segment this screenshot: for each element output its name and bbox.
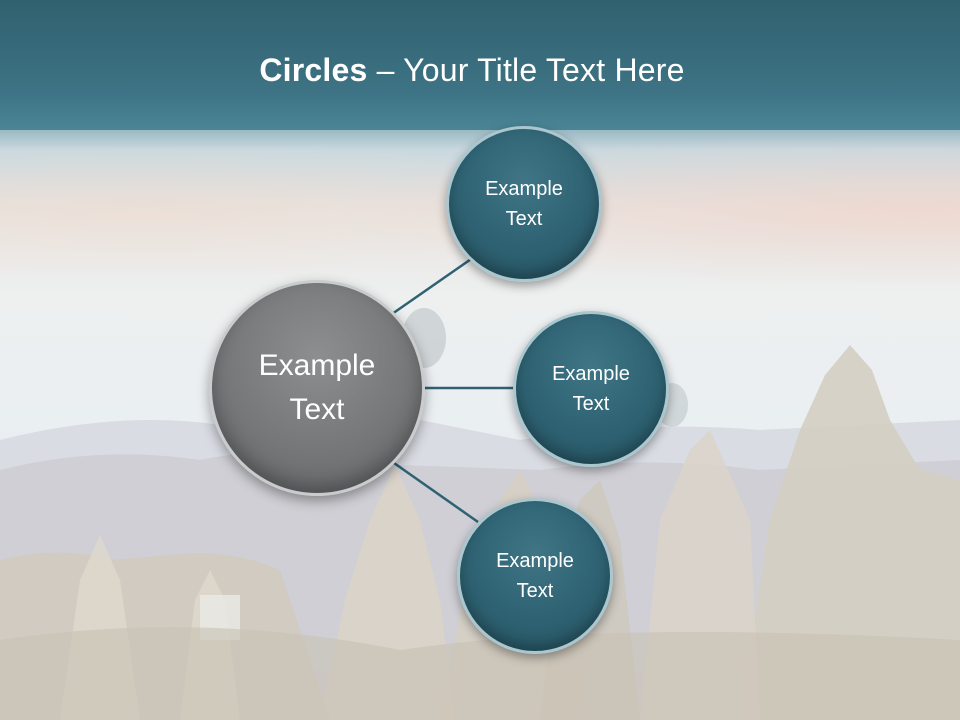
circle-bottom[interactable]: Example Text	[457, 498, 613, 654]
connector-bottom	[393, 461, 479, 524]
slide-title[interactable]: Circles – Your Title Text Here	[0, 52, 944, 89]
circle-top-label: Example Text	[485, 178, 563, 230]
slide-title-bold: Circles	[259, 52, 368, 88]
circle-bottom-label: Example Text	[496, 550, 574, 602]
connector-top	[391, 255, 475, 316]
center-circle-label: Example Text	[258, 349, 376, 426]
center-circle[interactable]: Example Text	[209, 280, 425, 496]
slide-title-rest: – Your Title Text Here	[367, 52, 685, 88]
circle-top[interactable]: Example Text	[446, 126, 602, 282]
circle-middle-label: Example Text	[552, 363, 630, 415]
circle-middle[interactable]: Example Text	[513, 311, 669, 467]
title-bar	[0, 0, 960, 130]
